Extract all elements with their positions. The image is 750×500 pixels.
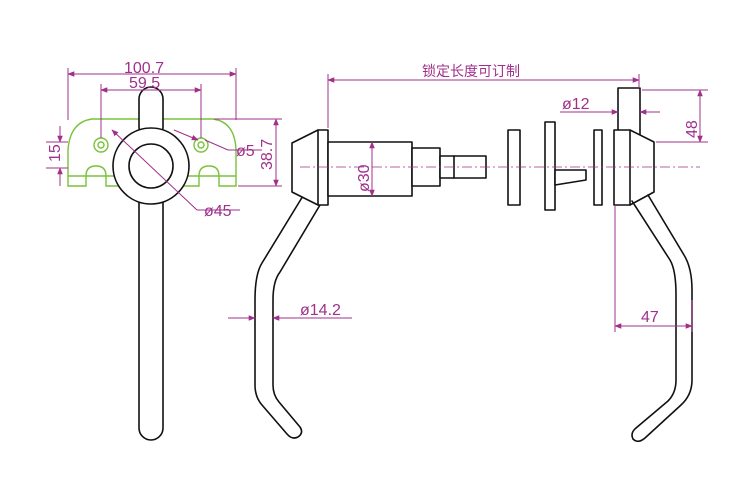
- dim-hole-diameter: ø5: [236, 143, 255, 160]
- lever-left-outline: [254, 190, 321, 439]
- dim-rosette-diameter: ø45: [204, 203, 232, 220]
- dim-top-height: 48: [684, 120, 701, 138]
- dim-boss-diameter: ø30: [356, 164, 373, 192]
- latch-tongue: [554, 169, 587, 186]
- latch-plate: [544, 121, 556, 211]
- dim-hole-spacing: 59.5: [129, 75, 160, 92]
- left-rosette-block: [291, 129, 329, 206]
- front-view: [67, 86, 237, 441]
- washer: [507, 129, 521, 206]
- right-rosette-block: [613, 129, 655, 206]
- side-view-dimensions: 锁定长度可订制 ø12 ø30 48 47 ø14.2: [228, 64, 708, 332]
- lever-front-view: [138, 187, 164, 441]
- dim-rod-diameter: ø14.2: [300, 302, 341, 319]
- front-view-dimensions: 100.7 59.5 38.7 15 ø5 ø45: [46, 60, 282, 220]
- lever-right-outline: [631, 194, 693, 443]
- dim-spindle-diameter: ø12: [562, 96, 590, 113]
- mounting-hole-left: [93, 137, 109, 153]
- dim-edge-height: 15: [47, 144, 64, 162]
- dim-plate-width: 100.7: [124, 60, 164, 77]
- dim-handle-offset: 47: [641, 309, 659, 326]
- dim-plate-height: 38.7: [259, 139, 276, 170]
- side-view: [254, 87, 700, 443]
- back-washer: [593, 129, 603, 206]
- mounting-plate-outline: [67, 118, 237, 211]
- dim-lock-length: 锁定长度可订制: [422, 64, 520, 80]
